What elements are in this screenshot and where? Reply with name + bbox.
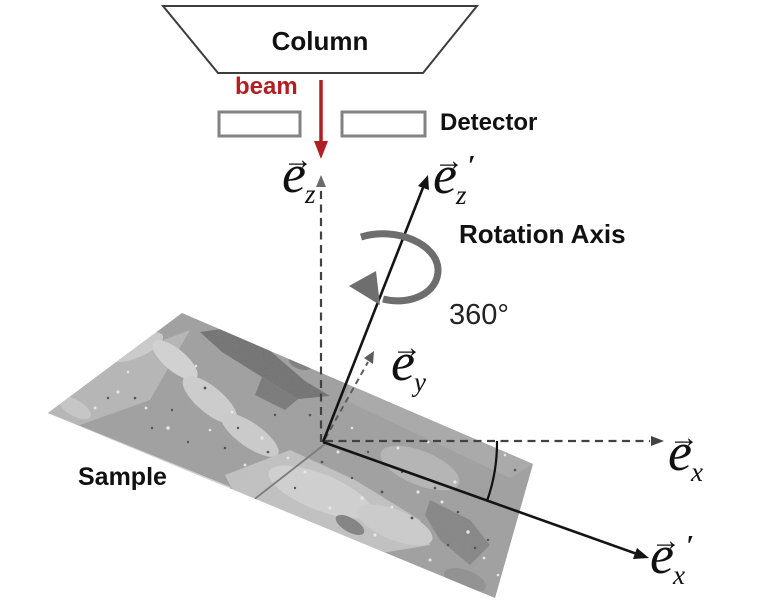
ez-prime-axis-label: →ez′ (433, 144, 476, 210)
ex-prime-axis-line (322, 440, 649, 559)
ey-dashed-axis (324, 351, 374, 440)
column-shape (160, 5, 480, 74)
rotation-angle-label: 360° (449, 299, 509, 331)
rotation-arrow-icon (349, 230, 442, 305)
vector-arrow-icon: → (434, 144, 464, 177)
sample-micrograph (48, 313, 533, 598)
beam-label: beam (235, 73, 298, 100)
vector-arrow-icon: → (669, 421, 699, 454)
ex-dashed-axis (325, 436, 664, 446)
ey-axis-label: →ey (391, 331, 426, 397)
beam-arrow (314, 80, 328, 159)
detector-label: Detector (440, 109, 538, 136)
ez-dashed-axis (316, 175, 326, 442)
ex-axis-label: →ex (668, 421, 703, 487)
column-label: Column (271, 26, 369, 56)
sample-label: Sample (78, 463, 167, 491)
ez-axis-label: →ez (282, 143, 316, 209)
rotation-axis-label: Rotation Axis (459, 219, 626, 249)
detector-plate-left (217, 110, 302, 138)
rotation-axis-line (321, 175, 429, 443)
ex-prime-axis-label: →ex′ (650, 524, 694, 590)
tilt-angle-arc (485, 440, 499, 502)
vector-arrow-icon: → (392, 331, 422, 364)
vector-arrow-icon: → (651, 524, 681, 557)
vector-arrow-icon: → (283, 143, 313, 176)
detector-plate-right (340, 110, 427, 138)
